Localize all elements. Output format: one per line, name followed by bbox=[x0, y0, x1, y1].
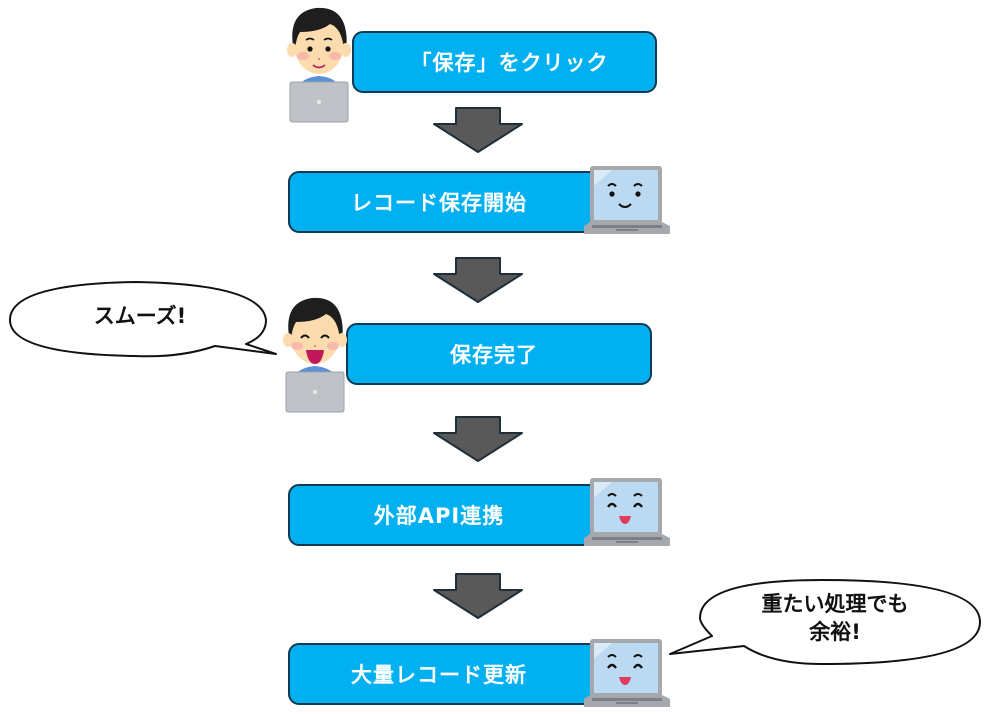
speech-bubble-smooth: スムーズ! bbox=[40, 302, 240, 330]
speech-bubble-shape bbox=[9, 281, 277, 358]
step-label: 外部API連携 bbox=[373, 504, 505, 528]
down-arrow-icon bbox=[433, 257, 523, 303]
bubble-text-line2: 余裕! bbox=[809, 620, 861, 644]
bubble-text-line1: 重たい処理でも bbox=[761, 592, 909, 616]
step-box-bulk-update: 大量レコード更新 bbox=[288, 643, 600, 705]
step-label: レコード保存開始 bbox=[351, 191, 527, 215]
step-label: 保存完了 bbox=[450, 343, 538, 367]
step-box-record-save-start: レコード保存開始 bbox=[288, 171, 600, 233]
step-label: 大量レコード更新 bbox=[351, 663, 527, 687]
down-arrow-icon bbox=[433, 107, 523, 153]
smiling-laptop-icon bbox=[584, 166, 670, 234]
down-arrow-icon bbox=[433, 416, 523, 462]
down-arrow-icon bbox=[433, 573, 523, 619]
speech-bubble-heavy-processing: 重たい処理でも 余裕! bbox=[710, 590, 960, 646]
speech-bubble-shape bbox=[669, 579, 981, 665]
happy-laptop-icon bbox=[584, 639, 670, 707]
step-label: 「保存」をクリック bbox=[410, 51, 609, 75]
step-box-save-complete: 保存完了 bbox=[346, 323, 652, 385]
step-box-external-api: 外部API連携 bbox=[288, 484, 600, 546]
bubble-text: スムーズ! bbox=[93, 304, 187, 328]
happy-laptop-icon bbox=[584, 478, 670, 546]
step-box-click-save: 「保存」をクリック bbox=[352, 31, 657, 93]
user-at-laptop-icon bbox=[287, 7, 351, 123]
happy-user-at-laptop-icon bbox=[283, 297, 347, 413]
